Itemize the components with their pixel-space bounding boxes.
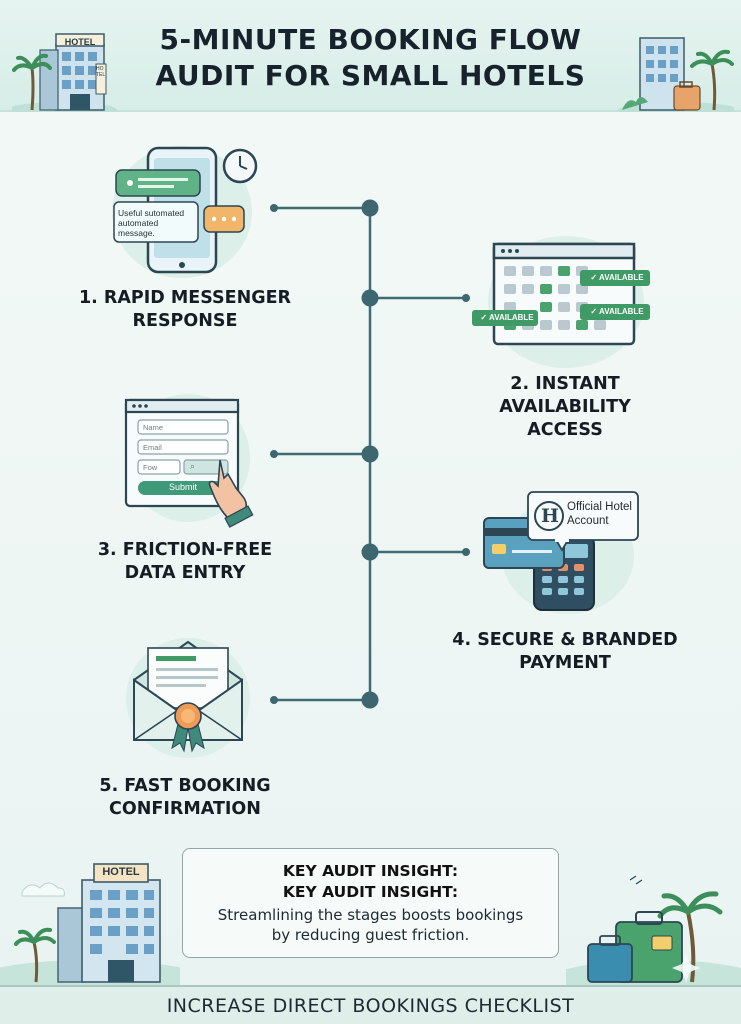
- step-4-title: 4. SECURE & BRANDED PAYMENT: [452, 630, 678, 673]
- third-field: Fow: [143, 463, 158, 472]
- timeline: [270, 199, 470, 709]
- available-tag: ✓ AVAILABLE: [590, 273, 644, 282]
- key-insight-box: KEY AUDIT INSIGHT: KEY AUDIT INSIGHT: St…: [182, 848, 559, 958]
- footer-banner: INCREASE DIRECT BOOKINGS CHECKLIST: [0, 985, 741, 1024]
- confirmation-envelope-icon: [126, 638, 250, 758]
- step-5-title: 5. FAST BOOKING CONFIRMATION: [99, 776, 271, 819]
- hotel-logo-icon: H: [541, 505, 559, 527]
- bottom-hotel-sign: HOTEL: [102, 866, 140, 878]
- bottom-luggage-icon: [566, 875, 741, 985]
- messenger-phone-icon: [112, 146, 258, 278]
- payment-terminal-icon: [483, 491, 639, 614]
- hotel-building-icon: [12, 33, 117, 112]
- hotel-luggage-icon: [618, 37, 734, 112]
- step-2-title: 2. INSTANT AVAILABILITY ACCESS: [499, 374, 631, 440]
- hotel-side-sign: HOTEL: [96, 66, 106, 78]
- availability-calendar-icon: [472, 236, 650, 368]
- name-field: Name: [143, 423, 164, 432]
- page-title: 5-MINUTE BOOKING FLOW AUDIT FOR SMALL HO…: [155, 23, 586, 92]
- submit-button: Submit: [168, 482, 197, 492]
- insight-heading: KEY AUDIT INSIGHT:: [282, 862, 459, 880]
- available-tag: ✓ AVAILABLE: [590, 307, 644, 316]
- available-tag: ✓ AVAILABLE: [480, 313, 534, 322]
- header-banner: HOTEL HOTEL 5-MINUTE BOOKING FLOW AUDIT …: [0, 0, 741, 112]
- step-3-title: 3. FRICTION-FREE DATA ENTRY: [97, 540, 273, 583]
- email-field: Email: [143, 443, 162, 452]
- official-account-badge: Official Hotel Account: [567, 501, 632, 527]
- hotel-sign: HOTEL: [64, 37, 96, 47]
- bottom-hotel-icon: [0, 863, 180, 985]
- step-1-title: 1. RAPID MESSENGER RESPONSE: [78, 288, 292, 331]
- booking-form-icon: [124, 394, 254, 528]
- automated-message-bubble: Useful sutomated automated message.: [118, 208, 185, 238]
- insight-body: Streamlining the stages boosts bookings …: [217, 906, 524, 944]
- insight-heading: KEY AUDIT INSIGHT:: [282, 883, 459, 901]
- search-icon: ⌕: [190, 461, 196, 471]
